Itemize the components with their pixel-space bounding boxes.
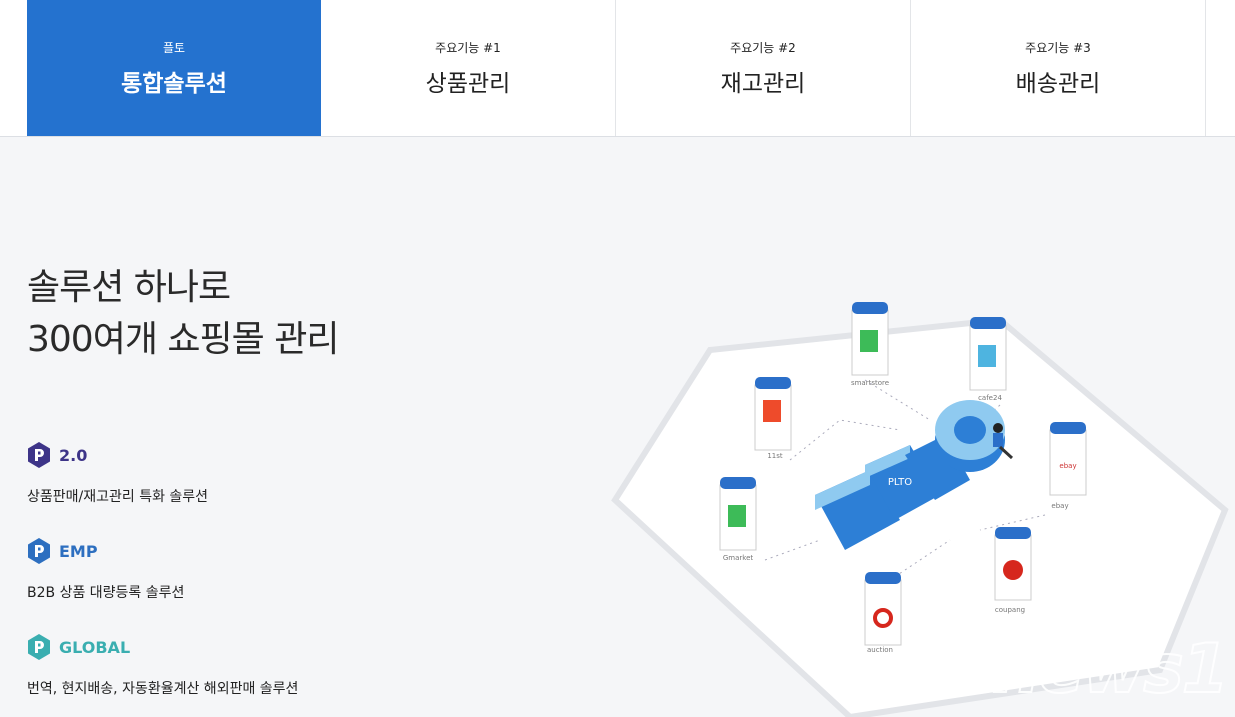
plto-hex-logo-icon — [28, 442, 50, 468]
store-11st-icon: 11st — [754, 377, 792, 460]
product-desc: B2B 상품 대량등록 솔루션 — [27, 585, 185, 601]
store-auction-icon: auction — [864, 572, 902, 654]
product-plto-2: 2.0 상품판매/재고관리 특화 솔루션 — [27, 442, 208, 506]
product-plto-emp: EMP B2B 상품 대량등록 솔루션 — [27, 538, 184, 602]
plto-platform-illustration: PLTO smartstore cafe24 11st ebay ebay Gma… — [611, 302, 1229, 717]
page-headline: 솔루션 하나로 300여개 쇼핑몰 관리 — [27, 262, 339, 366]
plto-hex-logo-icon — [28, 634, 50, 660]
store-label: auction — [867, 646, 893, 654]
tab-sub-label: 주요기능 #3 — [1025, 40, 1091, 55]
tab-label: 통합솔루션 — [121, 70, 227, 97]
news1-watermark: news1 — [991, 629, 1230, 710]
store-label: cafe24 — [978, 394, 1002, 402]
product-desc: 번역, 현지배송, 자동환율계산 해외판매 솔루션 — [27, 681, 299, 697]
store-label: Gmarket — [723, 554, 754, 562]
tab-label: 배송관리 — [1015, 70, 1101, 97]
plto-3d-logo: PLTO — [815, 400, 1005, 550]
tab-sub-label: 플토 — [162, 40, 186, 55]
plto-hex-logo-icon — [28, 538, 50, 564]
store-label: coupang — [995, 606, 1025, 614]
tab-product-management[interactable]: 주요기능 #1 상품관리 — [321, 0, 616, 136]
product-desc: 상품판매/재고관리 특화 솔루션 — [27, 489, 209, 505]
person-with-laptop-icon — [993, 423, 1014, 460]
headline-line2: 300여개 쇼핑몰 관리 — [27, 319, 339, 360]
tab-label: 재고관리 — [720, 70, 806, 97]
store-smartstore-icon: smartstore — [851, 302, 889, 387]
tab-sub-label: 주요기능 #1 — [435, 40, 501, 55]
product-plto-global: GLOBAL 번역, 현지배송, 자동환율계산 해외판매 솔루션 — [27, 634, 298, 698]
plto-logo-text: PLTO — [888, 477, 912, 488]
svg-text:ebay: ebay — [1059, 462, 1076, 470]
store-label: 11st — [767, 452, 783, 460]
tab-label: 상품관리 — [425, 70, 511, 97]
product-name: 2.0 — [59, 445, 88, 465]
headline-line1: 솔루션 하나로 — [27, 267, 231, 308]
tab-integrated-solution[interactable]: 플토 통합솔루션 — [27, 0, 321, 136]
store-cafe24-icon: cafe24 — [969, 317, 1007, 402]
store-coupang-icon: coupang — [994, 527, 1032, 614]
tab-inventory-management[interactable]: 주요기능 #2 재고관리 — [616, 0, 911, 136]
store-label: ebay — [1051, 502, 1068, 510]
store-ebay-icon: ebay ebay — [1049, 422, 1087, 510]
product-name: EMP — [59, 541, 98, 561]
store-gmarket-icon: Gmarket — [719, 477, 757, 562]
tab-shipping-management[interactable]: 주요기능 #3 배송관리 — [911, 0, 1206, 136]
tab-sub-label: 주요기능 #2 — [730, 40, 796, 55]
store-label: smartstore — [851, 379, 889, 387]
tab-bar: 플토 통합솔루션 주요기능 #1 상품관리 주요기능 #2 재고관리 주요기능 … — [0, 0, 1235, 137]
product-name: GLOBAL — [59, 637, 131, 657]
